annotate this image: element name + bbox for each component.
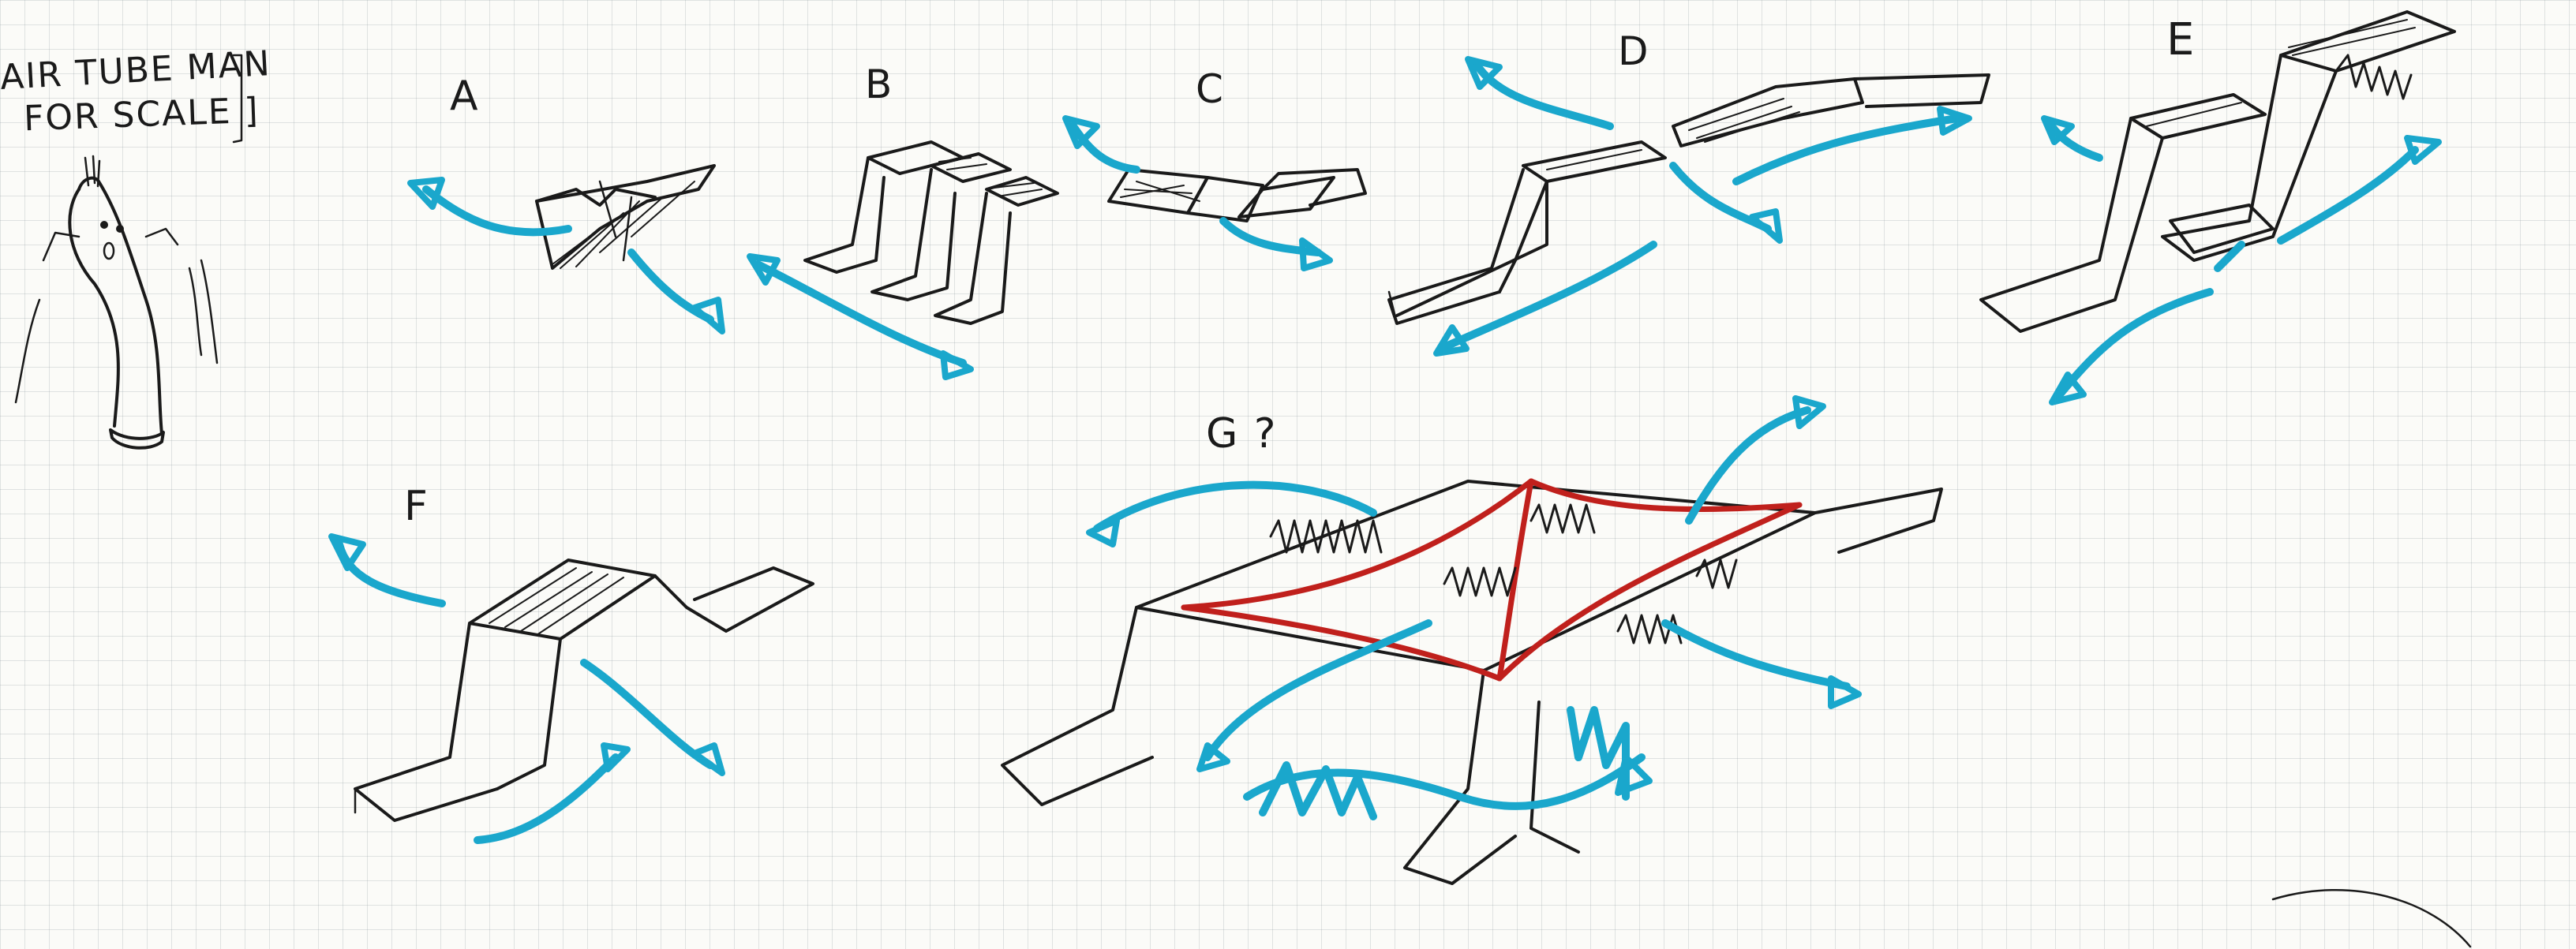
sketch-b-ramps: [805, 142, 1058, 323]
wind-arrows: [331, 59, 2439, 840]
sketch-a-twisted-slab: [537, 166, 714, 268]
scale-note-bracket: [234, 55, 242, 142]
sketch-c-flat-plates: [1109, 170, 1365, 221]
sketch-e-raised-box: [1981, 12, 2454, 331]
sketch-d-table-span: [1389, 75, 1989, 323]
air-tube-man-figure: [16, 156, 217, 448]
partial-curve-stroke: [2273, 890, 2470, 947]
sketch-g-cable-structure: [1002, 481, 1941, 884]
